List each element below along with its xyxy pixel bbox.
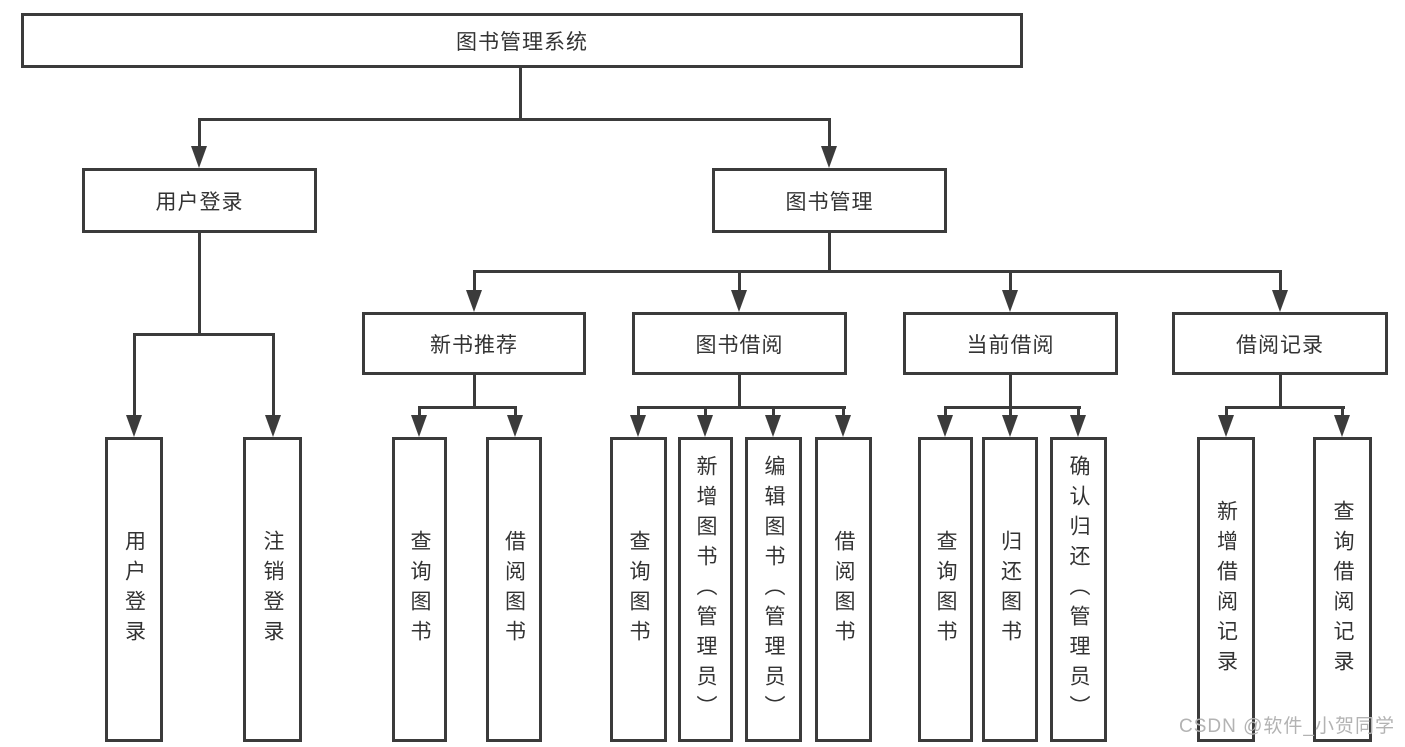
arrow-down-icon <box>466 290 482 312</box>
arrow-down-icon <box>765 415 781 437</box>
leaf-query-books-1: 查询图书 <box>392 437 447 742</box>
node-book-borrow-label: 图书借阅 <box>695 333 784 357</box>
leaf-add-borrow-record-label: 新增借阅记录 <box>1214 499 1238 680</box>
node-root-label: 图书管理系统 <box>456 30 588 54</box>
arrow-down-icon <box>126 415 142 437</box>
arrow-down-icon <box>821 146 837 168</box>
connector-records-stem <box>1279 373 1282 408</box>
node-current-borrow-label: 当前借阅 <box>966 333 1055 357</box>
connector-to-leaf <box>1341 406 1344 417</box>
arrow-down-icon <box>731 290 747 312</box>
node-user-login-label: 用户登录 <box>155 190 244 214</box>
leaf-borrow-books-1-label: 借阅图书 <box>502 529 526 650</box>
connector-to-leaf <box>1077 406 1080 417</box>
leaf-return-books: 归还图书 <box>982 437 1038 742</box>
connector-book-mgmt-stem <box>828 231 831 272</box>
leaf-user-login-label: 用户登录 <box>122 529 146 650</box>
arrow-down-icon <box>1002 290 1018 312</box>
connector-to-leaf <box>133 333 136 417</box>
arrow-down-icon <box>697 415 713 437</box>
connector-to-leaf <box>1009 406 1012 417</box>
connector-to-user-login <box>198 118 201 148</box>
connector-user-login-branch <box>133 333 275 336</box>
arrow-down-icon <box>1334 415 1350 437</box>
connector-to-leaf <box>842 406 845 417</box>
node-new-book-recommend-label: 新书推荐 <box>430 333 518 357</box>
arrow-down-icon <box>507 415 523 437</box>
leaf-query-books-1-label: 查询图书 <box>408 529 431 650</box>
connector-to-book-mgmt <box>828 118 831 148</box>
leaf-borrow-books-1: 借阅图书 <box>486 437 542 742</box>
connector-user-login-stem <box>198 231 201 335</box>
node-user-login: 用户登录 <box>82 168 317 233</box>
connector-to-leaf <box>1225 406 1228 417</box>
leaf-borrow-books-2: 借阅图书 <box>815 437 872 742</box>
node-root: 图书管理系统 <box>21 13 1023 68</box>
arrow-down-icon <box>630 415 646 437</box>
connector-to-leaf <box>772 406 775 417</box>
node-borrow-records: 借阅记录 <box>1172 312 1388 375</box>
arrow-down-icon <box>1218 415 1234 437</box>
node-borrow-records-label: 借阅记录 <box>1236 333 1324 357</box>
arrow-down-icon <box>411 415 427 437</box>
leaf-edit-books-admin: 编辑图书（管理员） <box>745 437 802 742</box>
leaf-confirm-return-admin-label: 确认归还（管理员） <box>1067 454 1090 725</box>
leaf-add-books-admin-label: 新增图书（管理员） <box>694 454 717 725</box>
connector-borrow-stem <box>738 373 741 408</box>
connector-to-current <box>1009 270 1012 292</box>
connector-root-branch <box>198 118 831 121</box>
connector-to-leaf <box>418 406 421 417</box>
leaf-query-books-3-label: 查询图书 <box>934 529 957 650</box>
node-book-management: 图书管理 <box>712 168 947 233</box>
connector-borrow-branch <box>637 406 846 409</box>
arrow-down-icon <box>1070 415 1086 437</box>
arrow-down-icon <box>1002 415 1018 437</box>
leaf-edit-books-admin-label: 编辑图书（管理员） <box>762 454 785 725</box>
leaf-logout-label: 注销登录 <box>261 529 284 650</box>
connector-current-branch <box>944 406 1081 409</box>
node-new-book-recommend: 新书推荐 <box>362 312 586 375</box>
connector-root-stem <box>519 66 522 120</box>
arrow-down-icon <box>835 415 851 437</box>
leaf-user-login: 用户登录 <box>105 437 163 742</box>
csdn-watermark: CSDN @软件_小贺同学 <box>1179 716 1395 737</box>
leaf-add-borrow-record: 新增借阅记录 <box>1197 437 1255 742</box>
connector-to-leaf <box>637 406 640 417</box>
arrow-down-icon <box>265 415 281 437</box>
connector-to-new-book <box>473 270 476 292</box>
leaf-query-books-3: 查询图书 <box>918 437 973 742</box>
connector-new-book-branch <box>418 406 517 409</box>
arrow-down-icon <box>1272 290 1288 312</box>
leaf-query-books-2: 查询图书 <box>610 437 667 742</box>
leaf-add-books-admin: 新增图书（管理员） <box>678 437 733 742</box>
node-book-borrow: 图书借阅 <box>632 312 847 375</box>
connector-to-leaf <box>514 406 517 417</box>
arrow-down-icon <box>191 146 207 168</box>
node-current-borrow: 当前借阅 <box>903 312 1118 375</box>
connector-to-leaf <box>704 406 707 417</box>
connector-to-borrow <box>738 270 741 292</box>
connector-to-leaf <box>944 406 947 417</box>
connector-current-stem <box>1009 373 1012 408</box>
arrow-down-icon <box>937 415 953 437</box>
leaf-query-books-2-label: 查询图书 <box>627 529 650 650</box>
connector-to-records <box>1279 270 1282 292</box>
leaf-logout: 注销登录 <box>243 437 302 742</box>
connector-to-leaf <box>272 333 275 417</box>
connector-new-book-stem <box>473 373 476 408</box>
leaf-return-books-label: 归还图书 <box>998 529 1022 650</box>
leaf-confirm-return-admin: 确认归还（管理员） <box>1050 437 1107 742</box>
leaf-query-borrow-record: 查询借阅记录 <box>1313 437 1372 742</box>
leaf-query-borrow-record-label: 查询借阅记录 <box>1331 499 1354 680</box>
connector-records-branch <box>1225 406 1345 409</box>
node-book-management-label: 图书管理 <box>785 190 874 214</box>
leaf-borrow-books-2-label: 借阅图书 <box>832 529 855 650</box>
connector-book-mgmt-branch <box>473 270 1282 273</box>
